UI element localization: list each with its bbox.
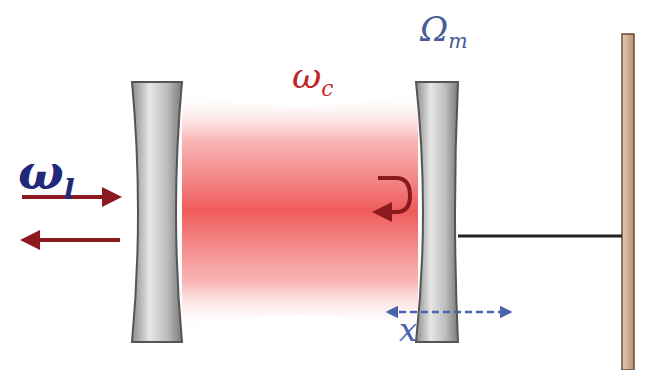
subscript: c [321,76,333,101]
fixed-wall [622,34,634,370]
input-mirror [132,82,182,342]
symbol: ω [292,55,321,96]
symbol: x [399,311,417,349]
displacement-label: x [399,314,417,346]
movable-mirror [416,82,458,342]
cavity-frequency-label: ωc [292,58,333,99]
subscript: l [64,172,75,206]
spring [458,235,622,238]
laser-frequency-label: ωl [18,148,75,204]
output-arrow [24,238,120,242]
subscript: m [448,29,467,53]
laser-beam [182,92,418,330]
symbol: ω [18,144,64,200]
symbol: Ω [420,9,448,49]
radiation-pressure-arrow [376,178,410,212]
mechanical-frequency-label: Ωm [420,12,468,52]
